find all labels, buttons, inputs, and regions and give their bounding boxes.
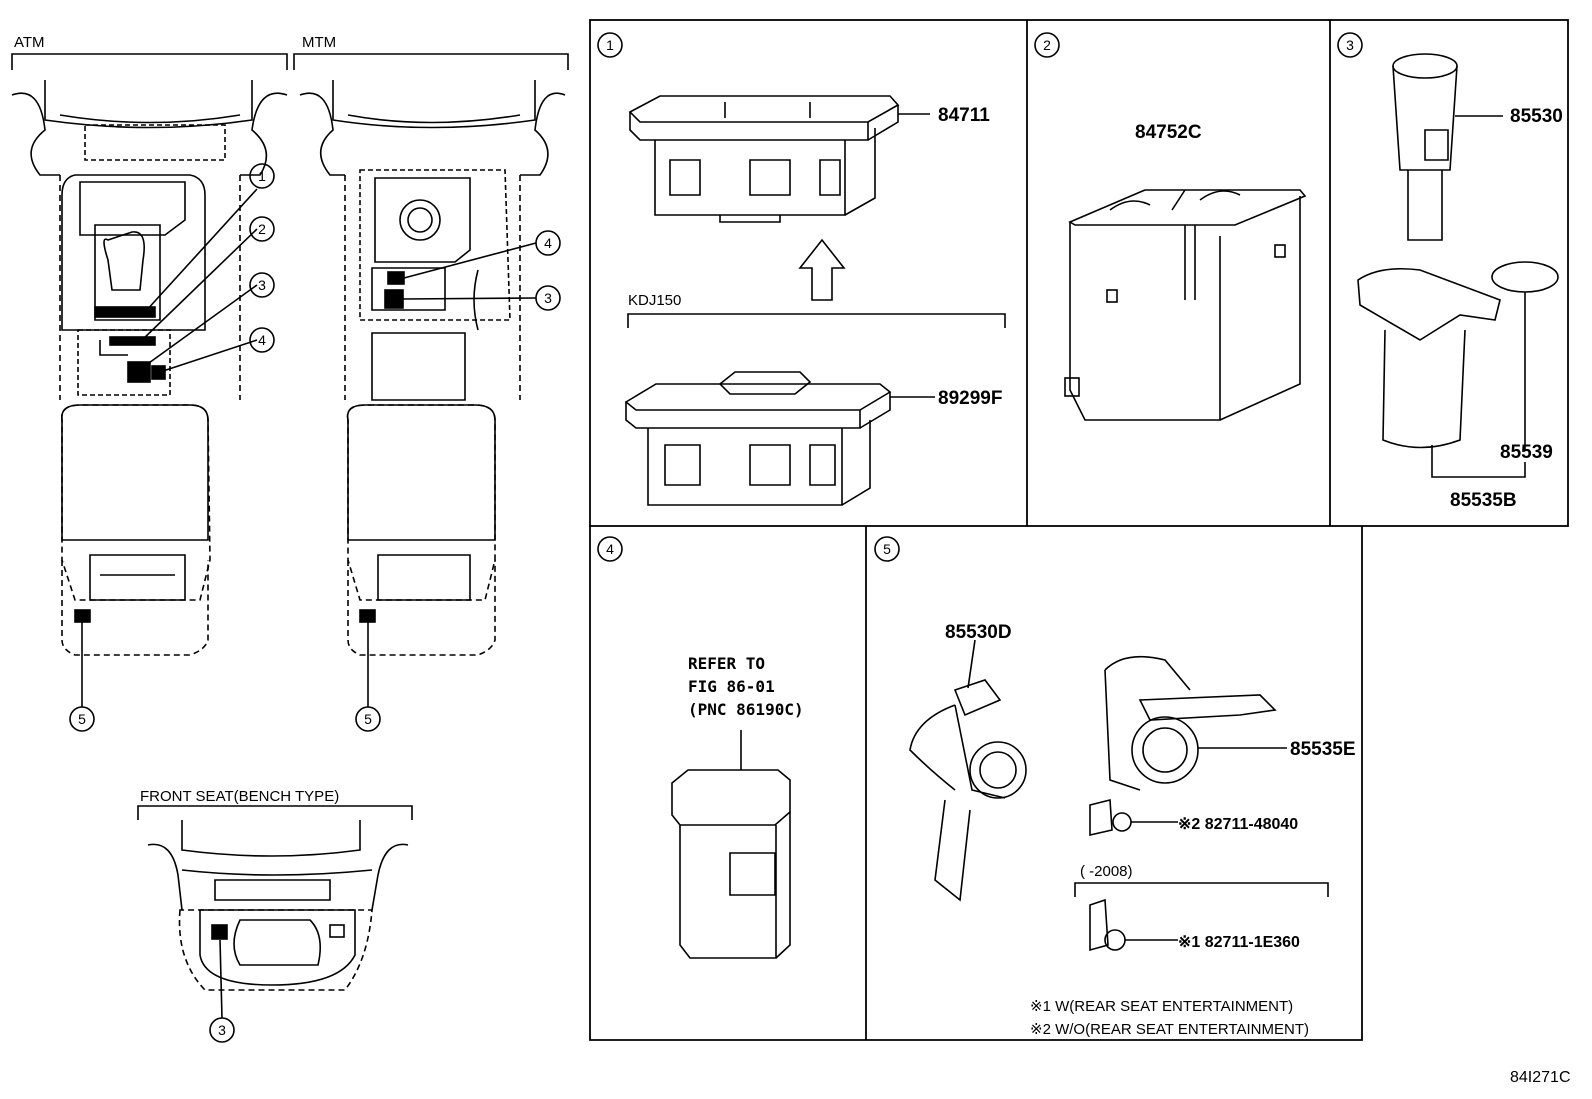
part-85535b: 85535B [1450, 490, 1517, 511]
panel-number-circles [597, 32, 1363, 562]
clip-1e360-drawing [1089, 898, 1178, 952]
atm-callout-5: 5 [78, 711, 86, 727]
figure-id: 84I271C [1510, 1069, 1571, 1086]
switch-89299f-drawing [624, 371, 935, 506]
atm-callout-3: 3 [258, 277, 266, 293]
atm-callout-2: 2 [258, 221, 266, 237]
clip-48040-drawing [1089, 798, 1178, 837]
year-range-label: ( -2008) [1080, 863, 1133, 880]
year-range-bracket [1074, 882, 1329, 897]
atm-label: ATM [14, 34, 45, 51]
bench-callout-circle [209, 1017, 235, 1043]
atm-callouts [69, 163, 275, 732]
mtm-console-drawing [293, 53, 569, 707]
part-82711-48040: ※2 82711-48040 [1178, 816, 1298, 833]
bench-label: FRONT SEAT(BENCH TYPE) [140, 788, 339, 805]
refer-line-2: FIG 86-01 [688, 677, 775, 696]
part-84752c: 84752C [1135, 122, 1202, 143]
atm-console-drawing [11, 53, 288, 707]
part-85535e: 85535E [1290, 739, 1356, 760]
mtm-label: MTM [302, 34, 336, 51]
module-84752c-drawing [1064, 189, 1307, 421]
refer-line-1: REFER TO [688, 654, 765, 673]
part-85530d: 85530D [945, 622, 1012, 643]
refer-line-3: (PNC 86190C) [688, 700, 804, 719]
switch-84711-drawing [628, 95, 930, 223]
mtm-callout-5: 5 [364, 711, 372, 727]
socket-85530d-drawing [909, 639, 1027, 902]
footnote-1: ※1 W(REAR SEAT ENTERTAINMENT) [1030, 998, 1293, 1015]
panel-5-number: 5 [883, 541, 891, 557]
switch-86190c-drawing [671, 730, 791, 959]
panel-4-number: 4 [606, 541, 614, 557]
kdj150-bracket [627, 313, 1006, 328]
part-84711: 84711 [938, 105, 990, 126]
bench-callout-3: 3 [218, 1022, 226, 1038]
panel-1-number: 1 [606, 37, 614, 53]
mtm-callouts [355, 230, 561, 732]
socket-85530-drawing [1392, 53, 1503, 241]
socket-85539-drawing [1357, 261, 1559, 478]
part-82711-1e360: ※1 82711-1E360 [1178, 934, 1300, 951]
bench-console-drawing [137, 805, 413, 1019]
atm-callout-1: 1 [258, 168, 266, 184]
upgrade-arrow-icon [798, 238, 846, 301]
part-85539: 85539 [1500, 442, 1553, 463]
part-85530: 85530 [1510, 106, 1563, 127]
refer-text: REFER TO FIG 86-01 (PNC 86190C) [688, 654, 804, 719]
part-89299f: 89299F [938, 388, 1002, 409]
mtm-callout-3: 3 [544, 290, 552, 306]
panel-3-number: 3 [1346, 37, 1354, 53]
mtm-callout-4: 4 [544, 235, 552, 251]
kdj150-label: KDJ150 [628, 292, 681, 309]
panel-grid [589, 19, 1569, 1041]
panel-2-number: 2 [1043, 37, 1051, 53]
atm-callout-4: 4 [258, 332, 266, 348]
socket-85535e-drawing [1104, 655, 1287, 791]
footnote-2: ※2 W/O(REAR SEAT ENTERTAINMENT) [1030, 1021, 1309, 1038]
